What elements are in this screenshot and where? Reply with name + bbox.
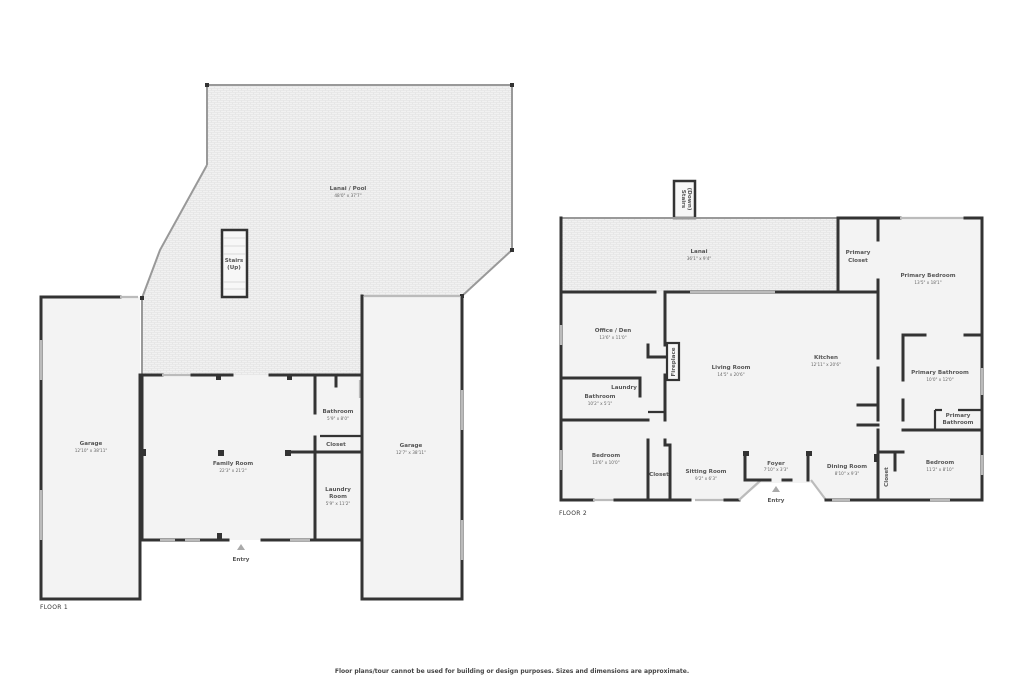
room-label-stairs-up-2: (Up) <box>227 265 241 271</box>
room-label-stairs-down: Stairs <box>680 190 686 209</box>
room-label-office-den: Office / Den <box>595 328 631 334</box>
room-dims-bedroom-left: 13'6" x 10'0" <box>592 460 619 465</box>
fireplace <box>665 341 681 382</box>
room-label-living-room: Living Room <box>712 365 751 371</box>
room-label-laundry-room-2: Room <box>329 494 347 500</box>
floor-2-label: FLOOR 2 <box>559 510 588 517</box>
entry-label-floor-2: Entry <box>768 498 785 504</box>
floor-2-walls <box>559 216 984 502</box>
room-dims-bathroom-f2: 10'2" x 5'1" <box>588 401 613 406</box>
room-dims-garage-right: 12'7" x 38'11" <box>396 450 426 455</box>
garage-left-walls <box>39 295 142 601</box>
room-label-kitchen: Kitchen <box>814 355 838 361</box>
floor-2-plan <box>559 179 984 514</box>
room-dims-sitting-room: 9'2" x 6'3" <box>695 476 717 481</box>
room-label-bathroom: Bathroom <box>323 409 354 415</box>
room-label-laundry: Laundry <box>611 385 637 391</box>
room-dims-bathroom: 5'9" x 8'0" <box>327 416 349 421</box>
room-dims-bedroom-right: 11'2" x 8'10" <box>926 467 953 472</box>
entry-label-floor-1: Entry <box>233 557 250 563</box>
room-label-dining-room: Dining Room <box>827 464 867 470</box>
room-label-stairs-down-2: (Down) <box>686 188 692 211</box>
room-label-family-room: Family Room <box>213 461 254 467</box>
entry-arrow-icon <box>237 544 245 550</box>
room-label-primary-closet-2: Closet <box>848 258 868 264</box>
room-dims-living-room: 14'5" x 20'6" <box>717 372 744 377</box>
room-dims-family-room: 22'3" x 21'2" <box>219 468 246 473</box>
room-label-bedroom-left: Bedroom <box>592 453 621 459</box>
room-dims-primary-bedroom: 13'5" x 18'1" <box>914 280 941 285</box>
room-label-lanai-pool: Lanai / Pool <box>330 186 367 192</box>
lanai-pool-area <box>142 85 512 375</box>
room-label-closet-left: Closet <box>649 472 669 478</box>
floor-2-labels: Stairs (Down) Lanai 36'1" x 9'4" Primary… <box>585 188 974 504</box>
entry-porch-floor-2 <box>740 502 820 514</box>
floor-1-labels: Lanai / Pool 48'0" x 37'7" Stairs (Up) G… <box>75 186 426 563</box>
room-label-foyer: Foyer <box>767 461 785 467</box>
room-dims-foyer: 7'10" x 3'3" <box>764 467 789 472</box>
disclaimer-text: Floor plans/tour cannot be used for buil… <box>334 668 690 675</box>
lanai-area <box>561 218 838 292</box>
room-label-primary-bathroom: Primary Bathroom <box>911 370 969 376</box>
room-dims-dining-room: 8'10" x 9'3" <box>835 471 860 476</box>
room-label-garage-right: Garage <box>400 443 423 449</box>
room-label-bathroom-f2: Bathroom <box>585 394 616 400</box>
room-dims-kitchen: 12'11" x 20'6" <box>811 362 841 367</box>
floor-1-label: FLOOR 1 <box>40 604 69 611</box>
entry-porch <box>142 542 362 562</box>
room-dims-garage-left: 12'10" x 38'11" <box>75 448 108 453</box>
room-label-stairs-up: Stairs <box>225 258 244 264</box>
room-label-primary-bathroom-wc-2: Bathroom <box>943 420 974 426</box>
room-label-primary-bedroom: Primary Bedroom <box>900 273 955 279</box>
room-label-primary-closet: Primary <box>846 250 871 256</box>
garage-left-floor <box>41 297 140 599</box>
room-dims-lanai-pool: 48'0" x 37'7" <box>334 193 361 198</box>
floor-1-plan <box>39 83 514 601</box>
room-label-fireplace: Fireplace <box>671 347 677 376</box>
room-dims-laundry-room: 5'9" x 11'2" <box>326 501 351 506</box>
garage-right-walls <box>360 294 464 601</box>
room-label-closet: Closet <box>326 442 346 448</box>
room-dims-lanai: 36'1" x 9'4" <box>687 256 712 261</box>
family-room-floor <box>142 375 362 540</box>
room-label-garage-left: Garage <box>80 441 103 447</box>
room-label-primary-bathroom-wc: Primary <box>946 413 971 419</box>
room-label-lanai: Lanai <box>690 249 707 255</box>
room-dims-office-den: 13'6" x 11'0" <box>599 335 626 340</box>
garage-right-floor <box>362 296 462 599</box>
room-label-laundry-room: Laundry <box>325 487 351 493</box>
entry-arrow-icon <box>772 486 780 492</box>
room-label-closet-right: Closet <box>884 467 890 487</box>
room-label-bedroom-right: Bedroom <box>926 460 955 466</box>
room-label-sitting-room: Sitting Room <box>686 469 727 475</box>
stairs-up <box>220 228 249 299</box>
room-dims-primary-bathroom: 10'0" x 12'0" <box>926 377 953 382</box>
